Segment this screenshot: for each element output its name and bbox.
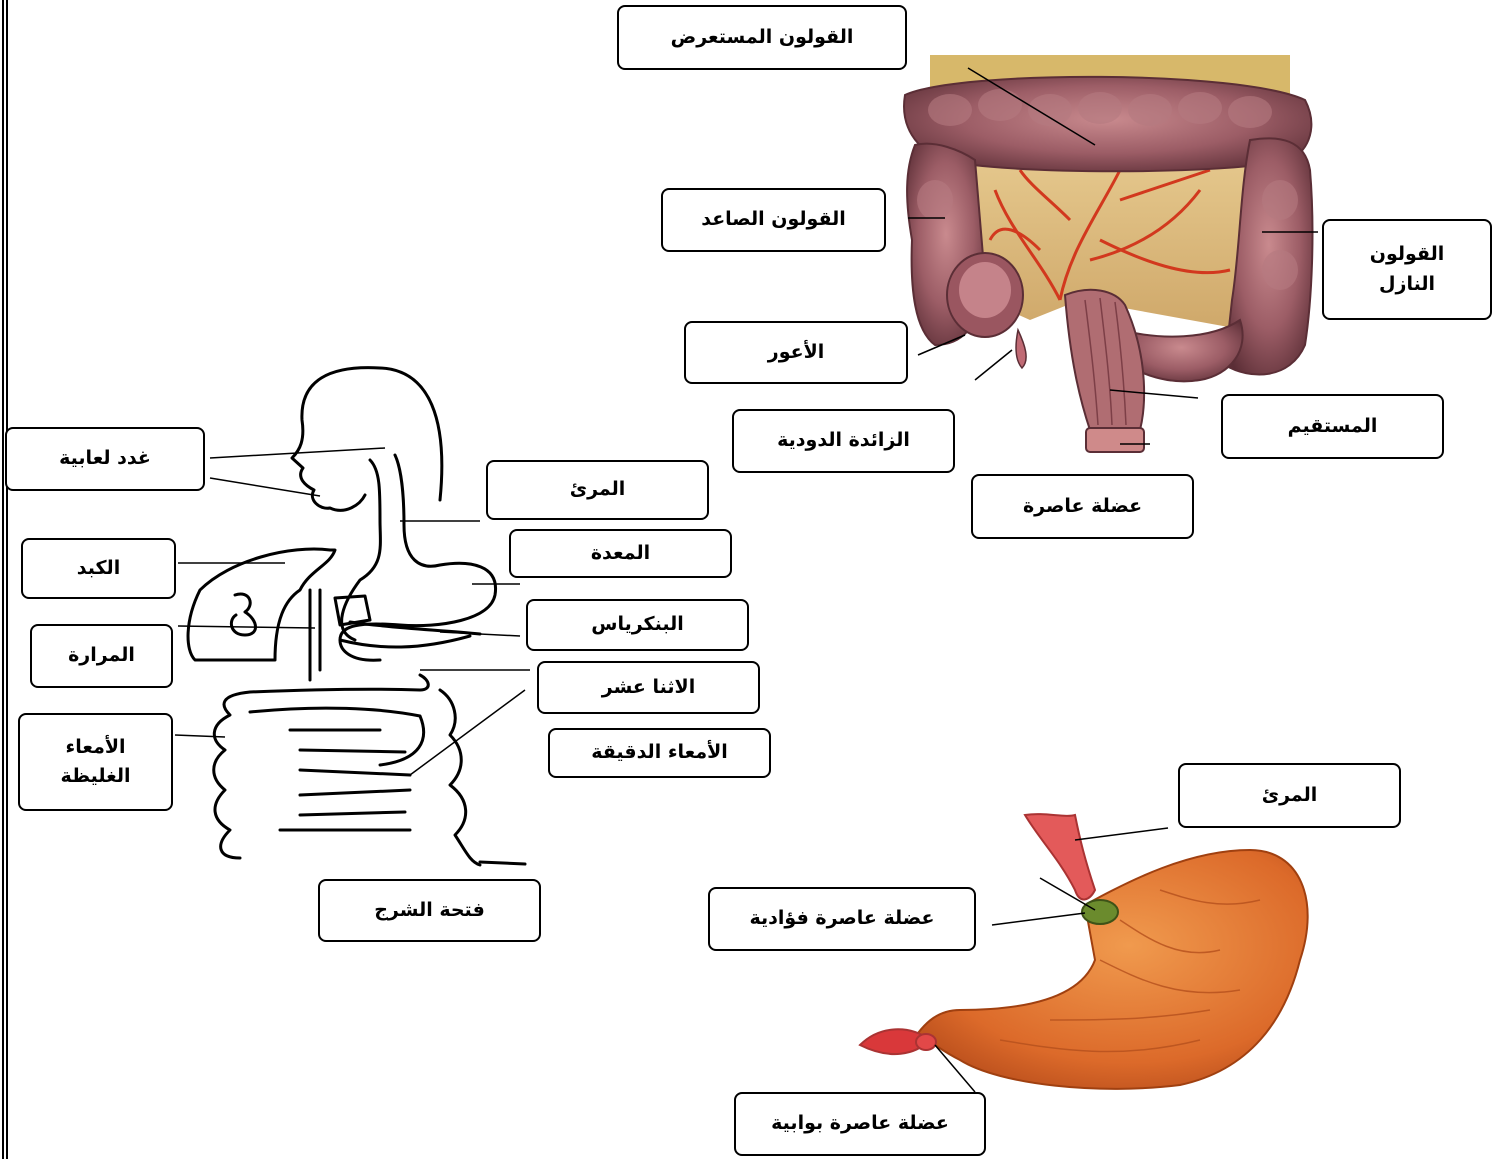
stomach-illustration (860, 814, 1308, 1092)
appendix-shape (1016, 330, 1026, 368)
duodenum-bend (335, 596, 370, 625)
descending-colon-outline (440, 690, 480, 865)
large-intestine-illustration (904, 55, 1318, 452)
label-ascending-colon: القولون الصاعد (661, 188, 886, 252)
digestive-system-drawing (188, 368, 525, 865)
label-cardiac-sphincter: عضلة عاصرة فؤادية (708, 887, 976, 951)
label-rectum: المستقيم (1221, 394, 1444, 459)
label-appendix: الزائدة الدودية (732, 409, 955, 473)
head-outline (292, 368, 442, 511)
cardiac-sphincter-shape (1082, 900, 1118, 924)
label-esophagus: المرئ (486, 460, 709, 520)
stomach-shape (910, 850, 1308, 1089)
anal-sphincter-shape (1086, 428, 1144, 452)
label-stomach-esophagus: المرئ (1178, 763, 1401, 828)
digestive-leader-lines (175, 448, 530, 775)
liver-outline (188, 549, 335, 660)
label-pancreas: البنكرياس (526, 599, 749, 651)
gallbladder-outline (231, 594, 255, 635)
bile-duct (310, 590, 320, 680)
label-large-intestine: الأمعاء الغليظة (18, 713, 173, 811)
label-liver: الكبد (21, 538, 176, 599)
pancreas-upper (340, 636, 470, 647)
label-descending-colon: القولون النازل (1322, 219, 1492, 320)
pancreas-lower (350, 622, 480, 634)
label-stomach: المعدة (509, 529, 732, 578)
label-sphincter: عضلة عاصرة (971, 474, 1194, 539)
label-duodenum: الاثنا عشر (537, 661, 760, 714)
label-pyloric-sphincter: عضلة عاصرة بوابية (734, 1092, 986, 1156)
label-anus: فتحة الشرج (318, 879, 541, 942)
label-gallbladder: المرارة (30, 624, 173, 688)
pyloric-sphincter-shape (916, 1034, 936, 1050)
small-intestine-loops (250, 708, 424, 830)
rectum-shape (1065, 290, 1144, 430)
esophagus-shape (1025, 814, 1095, 899)
cecum-interior (959, 262, 1011, 318)
anus-leader (480, 862, 525, 864)
esophagus-outer (342, 460, 381, 640)
label-transverse-colon: القولون المستعرض (617, 5, 907, 70)
label-small-intestine: الأمعاء الدقيقة (548, 728, 771, 778)
label-salivary-glands: غدد لعابية (5, 427, 205, 491)
label-cecum: الأعور (684, 321, 908, 384)
